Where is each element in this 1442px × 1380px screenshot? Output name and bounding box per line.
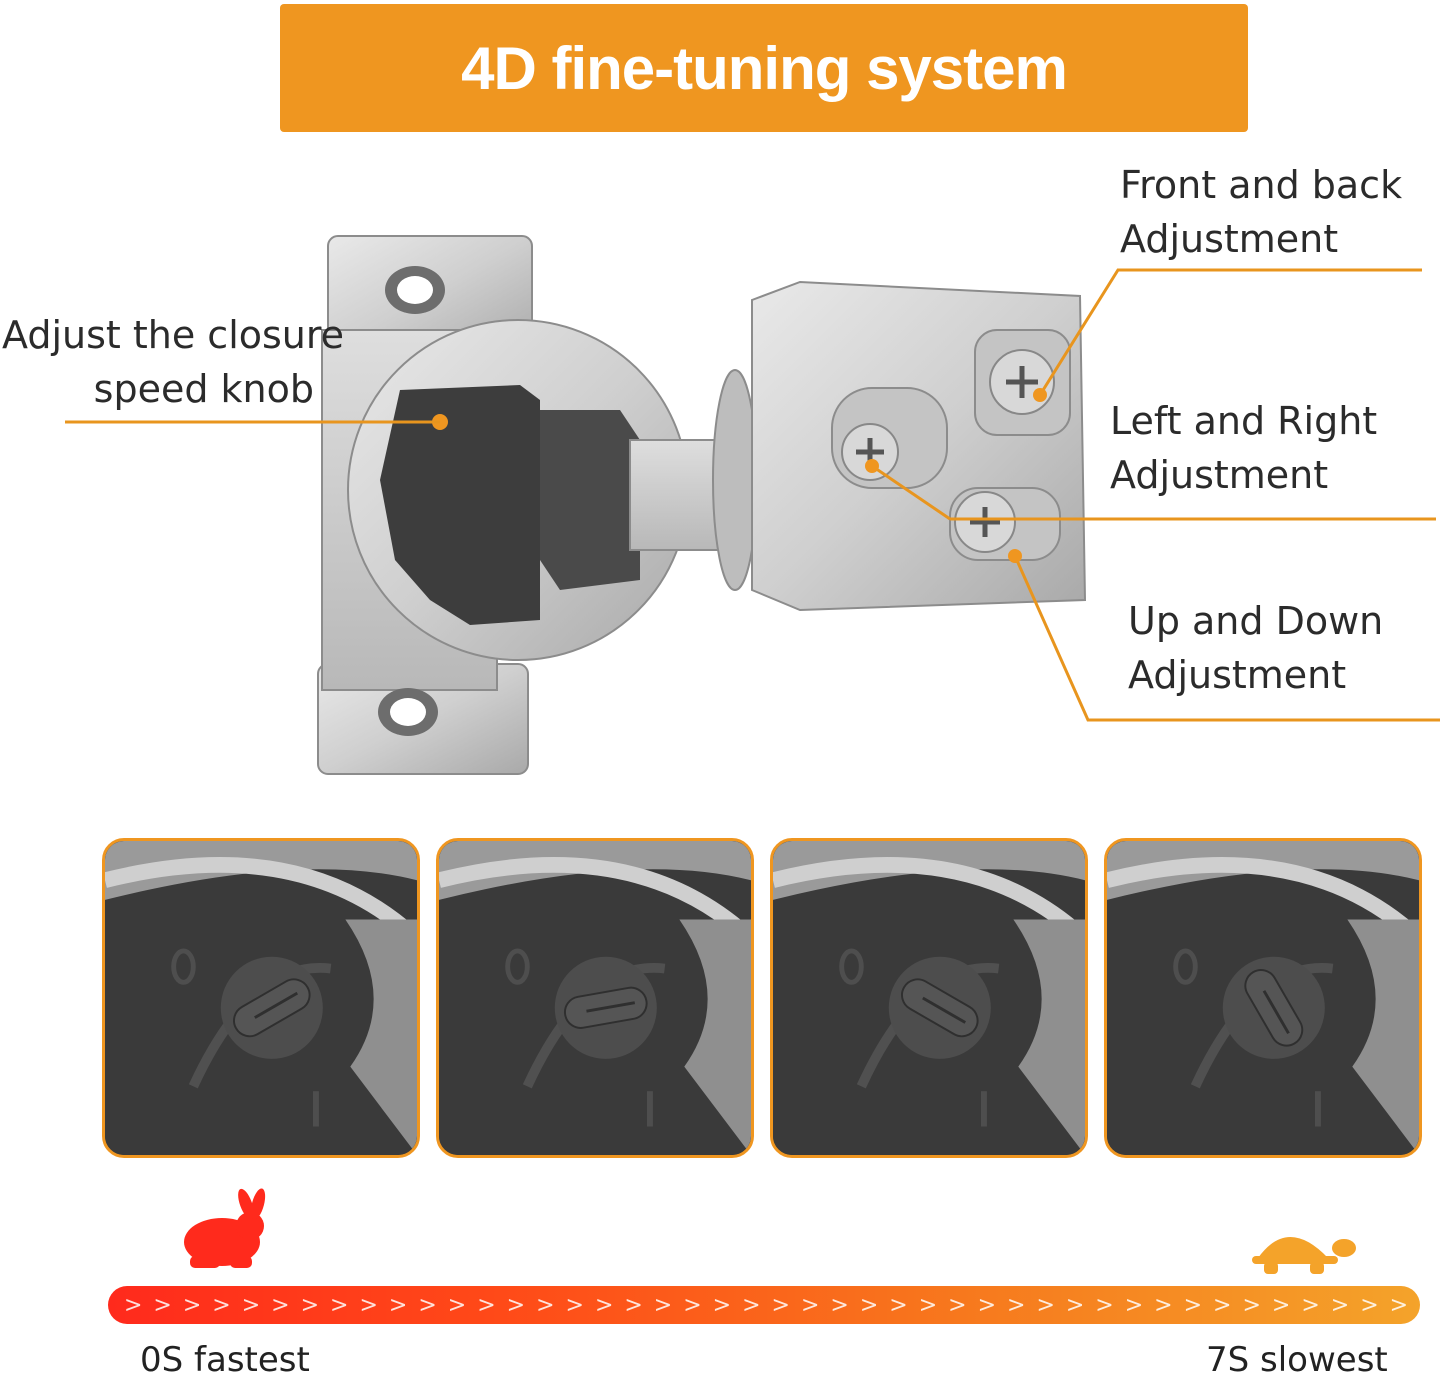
closure-speed-line2: speed knob [93,367,314,411]
banner-title: 4D fine-tuning system [461,34,1068,102]
left-right-line2: Adjustment [1110,453,1329,497]
left-right-line1: Left and Right [1110,399,1378,443]
speed-scale-bar: >>>>>>>>>>>>>>>>>>>>>>>>>>>>>>>>>>>>>>>>… [108,1286,1420,1324]
closure-speed-line1: Adjust the closure [2,313,345,357]
front-back-line2: Adjustment [1120,217,1339,261]
knob-position-2 [436,838,754,1158]
front-back-label: Front and back Adjustment [1120,158,1402,266]
leader-lines [65,268,1440,722]
title-banner: 4D fine-tuning system [280,4,1248,132]
knob-position-4 [1104,838,1422,1158]
knob-position-1 [102,838,420,1158]
hinge-arm [629,280,1087,612]
up-down-label: Up and Down Adjustment [1128,594,1383,702]
left-right-label: Left and Right Adjustment [1110,394,1377,502]
turtle-icon [1252,1237,1356,1274]
up-down-line1: Up and Down [1128,599,1384,643]
front-back-line1: Front and back [1120,163,1403,207]
knob-illustration [773,841,1085,1155]
knob-illustration [105,841,417,1155]
hinge-illustration [65,235,1440,775]
closure-speed-label: Adjust the closure speed knob [2,308,345,416]
rabbit-icon [184,1188,266,1268]
speed-chevrons: >>>>>>>>>>>>>>>>>>>>>>>>>>>>>>>>>>>>>>>>… [124,1292,1420,1318]
knob-position-3 [770,838,1088,1158]
slowest-label: 7S slowest [1206,1340,1388,1380]
fastest-label: 0S fastest [140,1340,310,1380]
hinge-cup [380,385,640,625]
knob-illustration [439,841,751,1155]
up-down-line2: Adjustment [1128,653,1347,697]
knob-illustration [1107,841,1419,1155]
